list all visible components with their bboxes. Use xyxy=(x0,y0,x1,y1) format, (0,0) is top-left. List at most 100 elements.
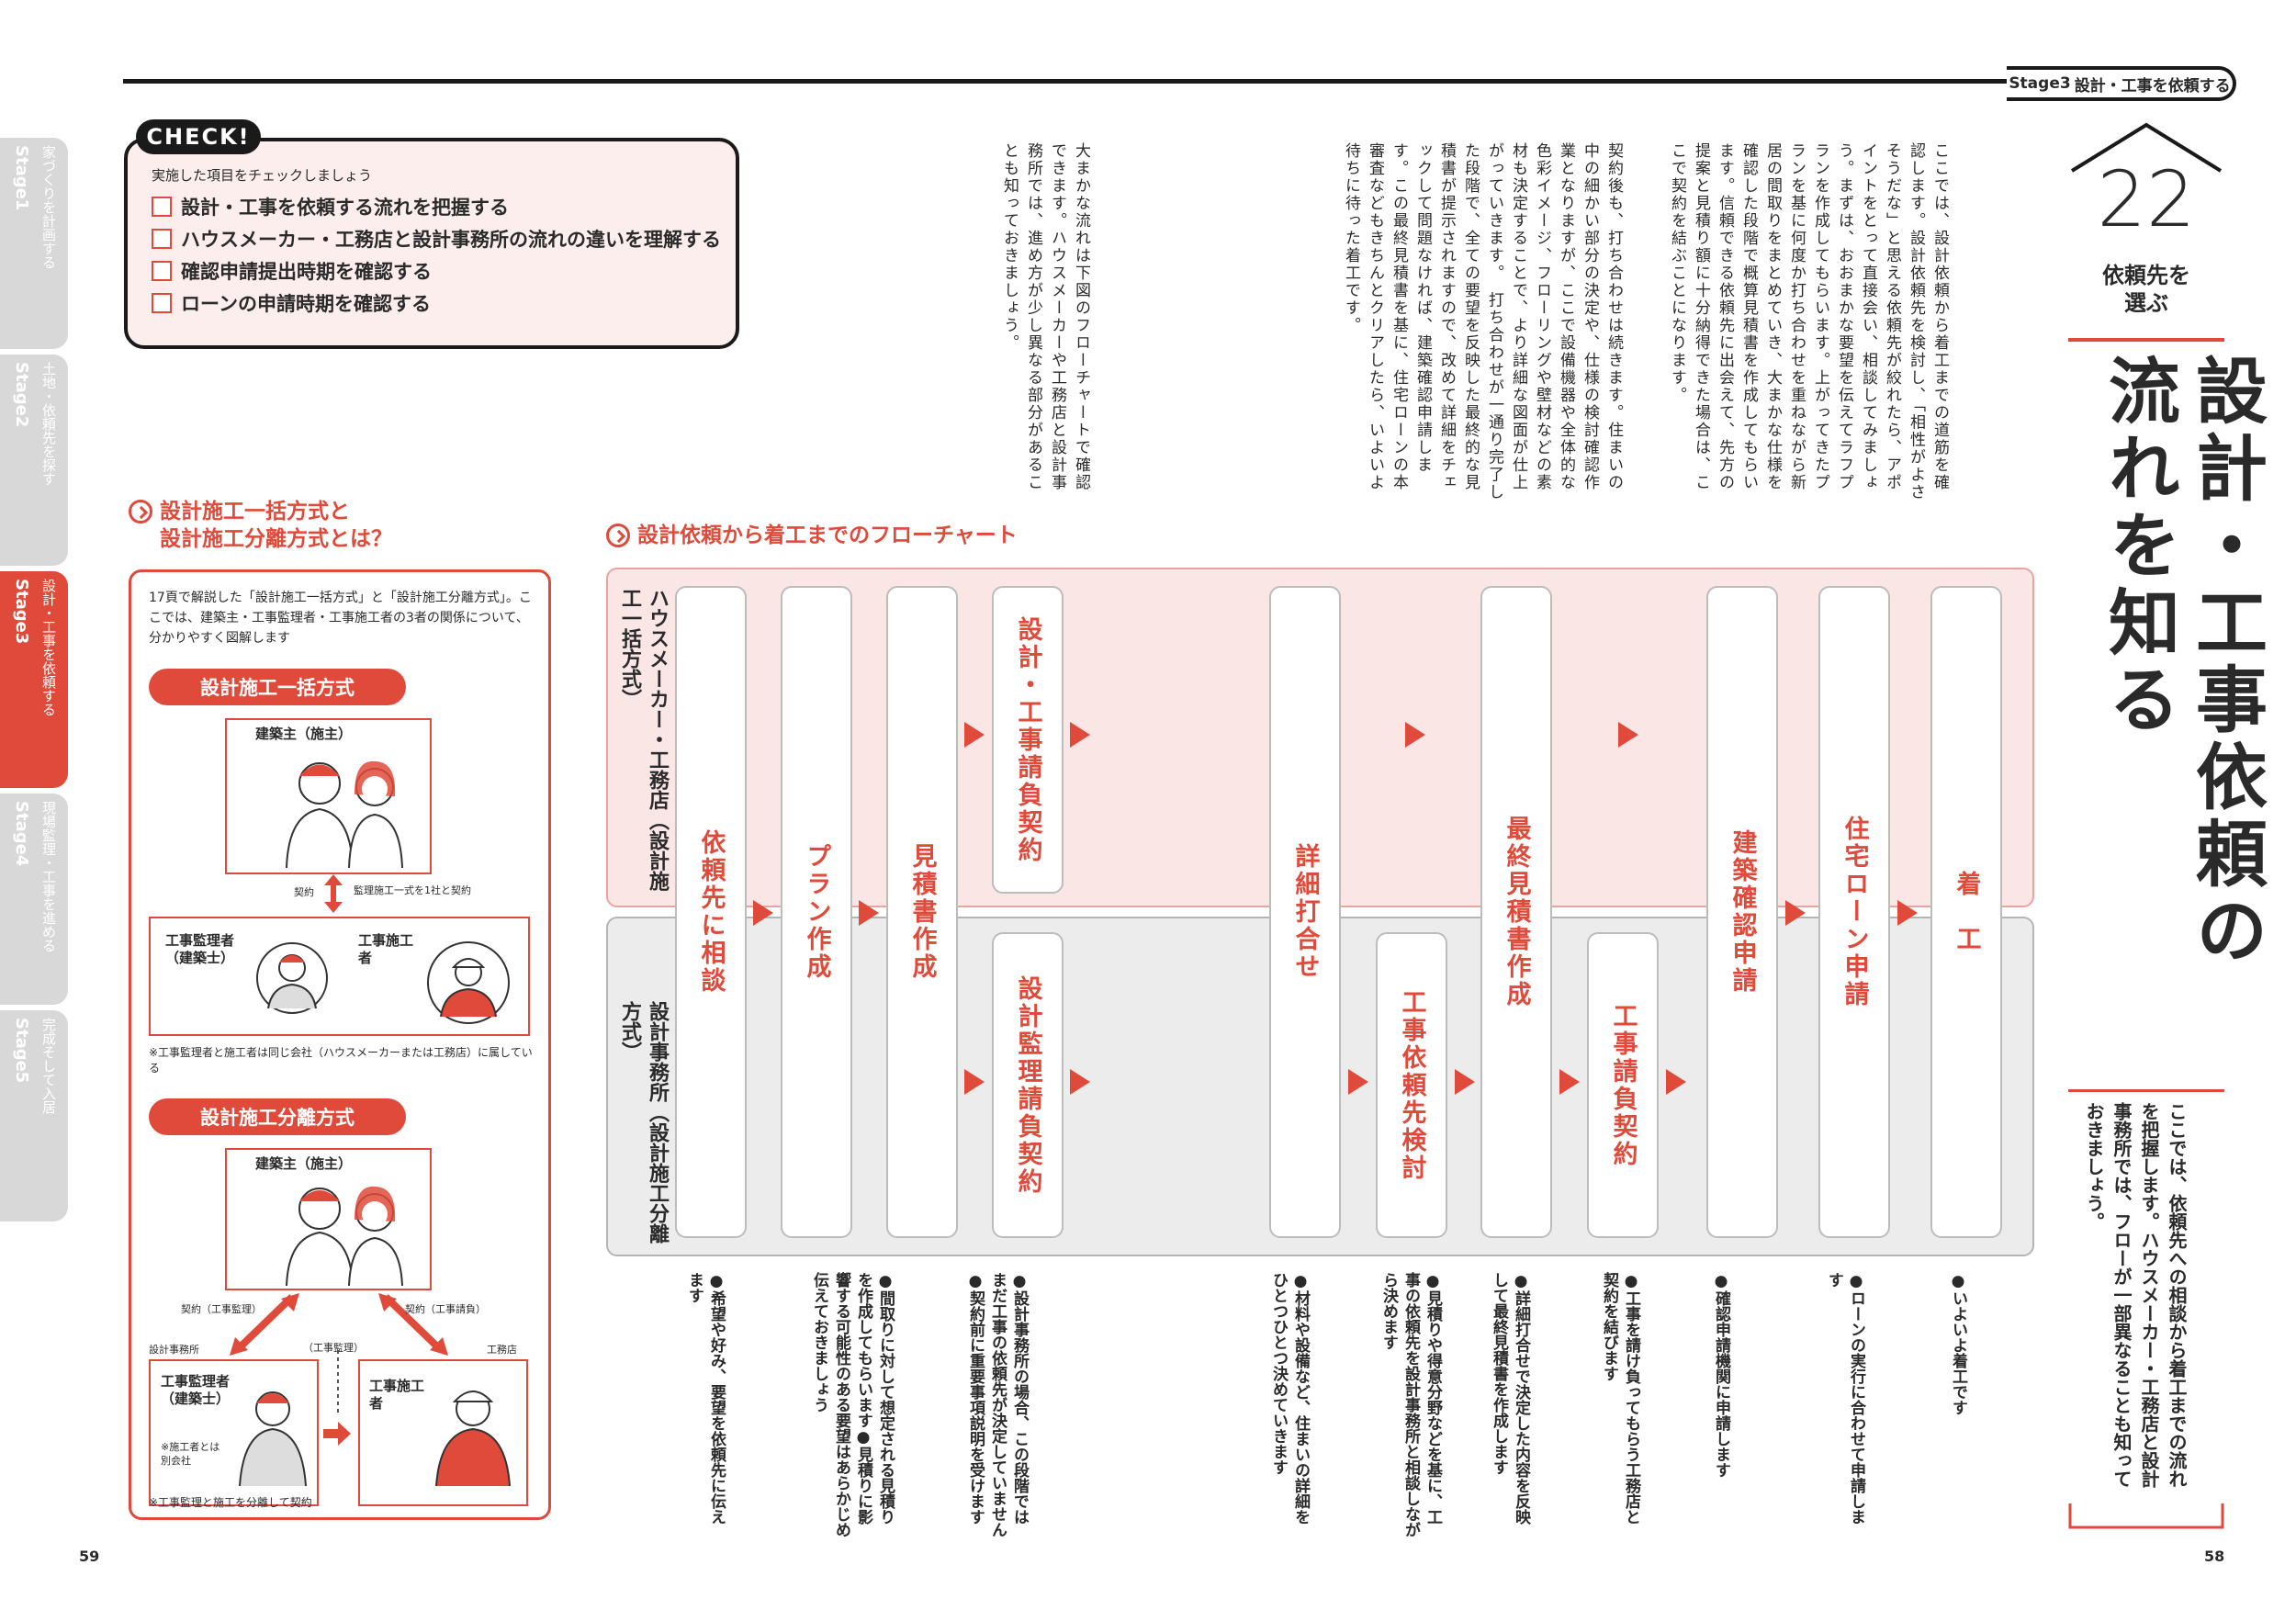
flow-step-label: 詳細打合せ xyxy=(1290,843,1320,981)
check-item-label: 設計・工事を依頼する流れを把握する xyxy=(181,197,509,219)
flow-desc-contract: ●設計事務所の場合、この段階ではまだ工事の依頼先が決定していません●契約前に重要… xyxy=(966,1272,1029,1537)
flow-step-consult[interactable]: 依頼先に相談 xyxy=(675,586,747,1238)
ikkatsu-title: 設計施工一括方式 xyxy=(149,669,406,705)
check-item[interactable]: ハウスメーカー・工務店と設計事務所の流れの違いを理解する xyxy=(152,225,721,253)
methods-heading-line1: 設計施工一括方式と xyxy=(160,500,350,524)
sidebar-tab-text: 現場監理・工事を進める xyxy=(40,801,57,952)
arrow-right-icon xyxy=(323,1422,351,1446)
check-box xyxy=(124,138,739,349)
flow-arrow-icon xyxy=(859,900,879,926)
flow-step-start[interactable]: 着 工 xyxy=(1930,586,2002,1238)
flow-desc-consult: ●希望や好み、要望を依頼先に伝えます xyxy=(685,1272,726,1525)
flow-step-label: 最終見積書作成 xyxy=(1502,816,1531,1008)
checkbox-icon[interactable] xyxy=(152,293,172,313)
flowchart-heading-text: 設計依頼から着工までのフローチャート xyxy=(637,524,1018,547)
flow-arrow-icon xyxy=(753,900,773,926)
checkbox-icon[interactable] xyxy=(152,261,172,281)
check-badge: CHECK! xyxy=(136,119,261,154)
check-item-label: ハウスメーカー・工務店と設計事務所の流れの違いを理解する xyxy=(181,229,721,251)
lead-bracket-icon xyxy=(2068,1503,2224,1529)
bunri-office-right: 工務店 xyxy=(487,1344,517,1356)
builder-icon xyxy=(435,1390,511,1487)
owner-couple-icon xyxy=(286,1186,403,1286)
check-item-label: ローンの申請時期を確認する xyxy=(181,293,431,315)
roof-icon xyxy=(2070,122,2223,173)
flow-step-label: 設計監理請負契約 xyxy=(1013,974,1042,1196)
diagonal-arrow-right-icon xyxy=(378,1293,448,1356)
sidebar-stage-label: Stage2 xyxy=(12,362,31,428)
flow-step-contract-bottom[interactable]: 設計監理請負契約 xyxy=(992,932,1064,1238)
flow-step-plan[interactable]: プラン作成 xyxy=(781,586,852,1238)
flow-desc-start: ●いよいよ着工です xyxy=(1949,1272,1967,1415)
sidebar-tab-stage2[interactable]: Stage2 土地・依頼先を探す xyxy=(0,355,68,566)
checkbox-icon[interactable] xyxy=(152,229,172,249)
bunri-note: ※工事監理と施工を分離して契約 xyxy=(149,1496,312,1509)
arrow-right-icon xyxy=(129,500,152,524)
lead-rule-top xyxy=(2068,1089,2224,1092)
bunri-builder-label: 工事施工者 xyxy=(369,1378,425,1412)
sidebar-tab-text: 土地・依頼先を探す xyxy=(40,362,57,486)
flow-desc-loan: ●ローンの実行に合わせて申請します xyxy=(1825,1272,1865,1525)
page-number-left: 59 xyxy=(79,1548,100,1565)
flow-arrow-icon xyxy=(1785,900,1806,926)
flow-step-label: 建築確認申請 xyxy=(1728,829,1757,995)
sidebar-tab-stage1[interactable]: Stage1 家づくりを計画する xyxy=(0,138,68,349)
flow-arrow-icon xyxy=(1070,722,1090,748)
flow-arrow-icon xyxy=(964,722,985,748)
check-item[interactable]: ローンの申請時期を確認する xyxy=(152,289,431,317)
ikkatsu-supervisor-label: 工事監理者（建築士） xyxy=(165,932,235,966)
flow-step-builder-select[interactable]: 工事依頼先検討 xyxy=(1376,932,1447,1238)
sidebar-tab-text: 家づくりを計画する xyxy=(40,145,57,269)
methods-box xyxy=(129,569,551,1520)
flow-step-detail[interactable]: 詳細打合せ xyxy=(1269,586,1341,1238)
sidebar-tab-text: 設計・工事を依頼する xyxy=(40,579,57,716)
sidebar-tab-stage5[interactable]: Stage5 完成そして入居 xyxy=(0,1010,68,1222)
flow-arrow-icon xyxy=(1070,1069,1090,1095)
ikkatsu-owner-label: 建築主（施主） xyxy=(255,726,353,742)
ikkatsu-note: ※工事監理者と施工者は同じ会社（ハウスメーカーまたは工務店）に属している xyxy=(149,1046,533,1075)
checkbox-icon[interactable] xyxy=(152,197,172,217)
flow-step-estimate[interactable]: 見積書作成 xyxy=(886,586,958,1238)
ikkatsu-contract: 契約 xyxy=(294,886,314,898)
methods-heading-line2: 設計施工分離方式とは？ xyxy=(160,527,392,551)
bunri-contract-left: 契約（工事監理） xyxy=(181,1303,262,1315)
bunri-contract-right: 契約（工事請負） xyxy=(405,1303,486,1315)
dotted-line xyxy=(337,1350,339,1414)
flow-step-construction-contract[interactable]: 工事請負契約 xyxy=(1587,932,1659,1238)
stage-title: Stage3 設計・工事を依頼する xyxy=(2007,66,2236,101)
flow-step-building-confirm[interactable]: 建築確認申請 xyxy=(1706,586,1778,1238)
flow-desc-estimate: ●間取りに対して想定される見積りを作成してもらいます●見積りに影響する可能性のあ… xyxy=(810,1272,895,1537)
sidebar-stage-label: Stage3 xyxy=(12,579,31,645)
sidebar-stage-label: Stage4 xyxy=(12,801,31,867)
diagonal-arrow-left-icon xyxy=(230,1293,299,1356)
methods-intro: 17頁で解説した「設計施工一括方式」と「設計施工分離方式」。ここでは、建築主・工… xyxy=(149,591,532,646)
flow-arrow-icon xyxy=(964,1069,985,1095)
supervisor-icon xyxy=(256,942,328,1014)
flow-arrow-icon xyxy=(1666,1069,1686,1095)
body-column-1: ここでは、設計依頼から着工までの道筋を確認します。設計依頼先を検討し、「相性がよ… xyxy=(1668,142,1949,501)
sidebar-tab-stage3[interactable]: Stage3 設計・工事を依頼する xyxy=(0,571,68,788)
subtitle-rule xyxy=(2068,338,2224,342)
check-item[interactable]: 設計・工事を依頼する流れを把握する xyxy=(152,193,509,220)
body-column-2: 契約後も、打ち合わせは続きます。住まいの中の細かい部分の決定や、仕様の検討確認作… xyxy=(1485,142,1623,491)
check-item[interactable]: 確認申請提出時期を確認する xyxy=(152,257,432,285)
page-number-right: 58 xyxy=(2204,1548,2225,1565)
flow-desc-detail: ●材料や設備など、住まいの詳細をひとつひとつ決めていきます xyxy=(1269,1272,1310,1525)
flow-step-label: 見積書作成 xyxy=(907,843,937,981)
flow-arrow-icon xyxy=(1559,1069,1580,1095)
row-label-design-office: 設計事務所（設計施工分離方式） xyxy=(618,1001,669,1244)
flow-step-loan[interactable]: 住宅ローン申請 xyxy=(1818,586,1890,1238)
flow-step-final-estimate[interactable]: 最終見積書作成 xyxy=(1480,586,1552,1238)
bunri-owner-label: 建築主（施主） xyxy=(255,1155,353,1172)
page-title: 設計・工事依頼の 流れを知る xyxy=(2094,354,2268,987)
flow-step-label: 住宅ローン申請 xyxy=(1840,816,1869,1008)
flow-step-label: 工事請負契約 xyxy=(1608,1002,1638,1168)
sidebar-stage-label: Stage5 xyxy=(12,1018,31,1084)
bunri-title: 設計施工分離方式 xyxy=(149,1098,406,1135)
flowchart-heading: 設計依頼から着工までのフローチャート xyxy=(606,522,1018,549)
bunri-office-left: 設計事務所 xyxy=(149,1344,199,1356)
sidebar-tab-text: 完成そして入居 xyxy=(40,1018,57,1114)
sidebar-tab-stage4[interactable]: Stage4 現場監理・工事を進める xyxy=(0,794,68,1005)
stage-title-text: 設計・工事を依頼する xyxy=(2074,76,2231,96)
flow-step-contract-top[interactable]: 設計・工事請負契約 xyxy=(992,586,1064,894)
